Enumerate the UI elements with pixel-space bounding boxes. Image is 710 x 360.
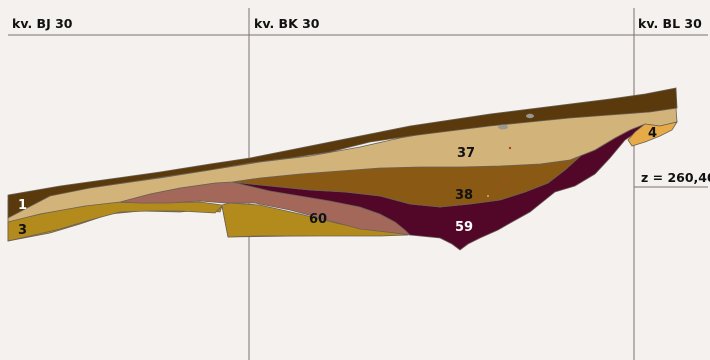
layer-label-38: 38 <box>455 188 473 203</box>
layer-label-1: 1 <box>18 198 27 213</box>
layer-label-4: 4 <box>648 126 657 141</box>
inclusion-2 <box>505 179 509 183</box>
layer-4 <box>627 121 678 147</box>
inclusion-1 <box>508 146 512 150</box>
layer-1 <box>7 87 678 219</box>
layer-label-59: 59 <box>455 220 473 235</box>
layer-label-37: 37 <box>457 146 475 161</box>
grid-label-bj30: kv. BJ 30 <box>12 16 73 31</box>
grid-label-bk30: kv. BK 30 <box>254 16 320 31</box>
inclusion-3 <box>497 186 501 190</box>
layer-3-base <box>7 201 409 242</box>
stone-2 <box>526 113 534 119</box>
layer-label-3: 3 <box>18 223 27 238</box>
inclusion-4 <box>487 195 489 197</box>
stone-1 <box>498 124 508 130</box>
grid-label-bl30: kv. BL 30 <box>638 16 702 31</box>
elevation-label: z = 260,40 <box>641 170 710 185</box>
layer-label-60: 60 <box>309 212 327 227</box>
layer-37 <box>7 107 678 223</box>
